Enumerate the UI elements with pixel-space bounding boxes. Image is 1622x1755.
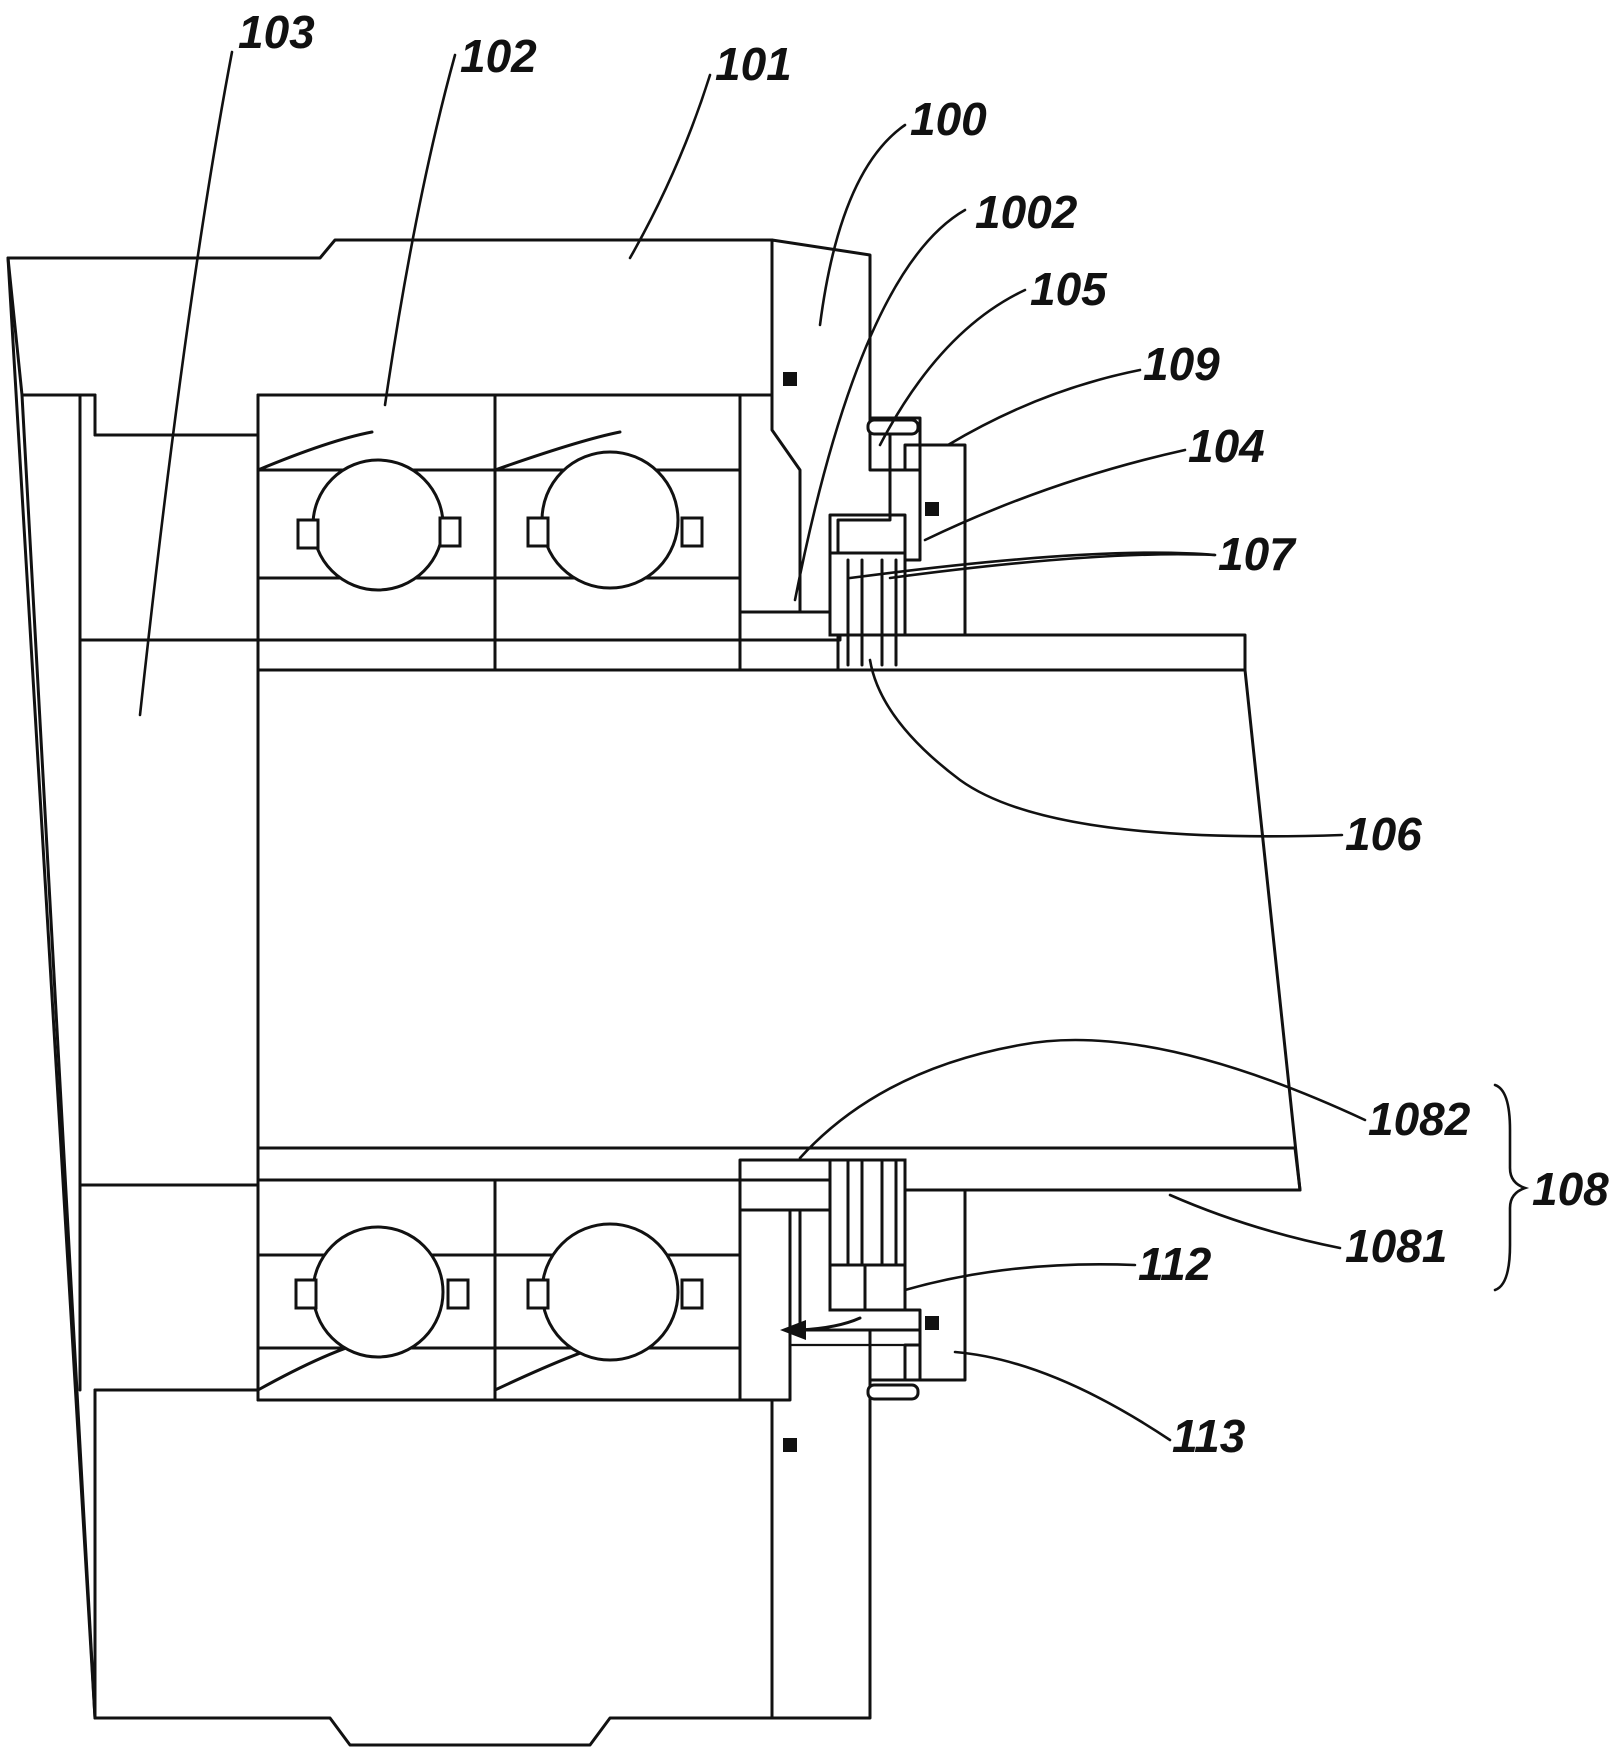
shaft-body-103	[8, 258, 258, 1718]
label-106: 106	[1345, 808, 1422, 860]
label-1082: 1082	[1368, 1093, 1471, 1145]
label-1002: 1002	[975, 186, 1078, 238]
rotor-104-upper	[830, 515, 905, 665]
brace-108	[1495, 1085, 1525, 1290]
tube-108	[258, 635, 1300, 1190]
label-108: 108	[1532, 1163, 1609, 1215]
upper-bearing-102	[258, 395, 740, 670]
ball-upper-2	[542, 452, 678, 588]
label-1081: 1081	[1345, 1220, 1447, 1272]
reference-labels: 103 102 101 100 1002 105 109 104 107 106…	[238, 6, 1609, 1462]
label-104: 104	[1188, 420, 1265, 472]
label-105: 105	[1030, 263, 1108, 315]
label-101: 101	[715, 38, 792, 90]
housing-top	[8, 240, 772, 435]
housing-bottom	[95, 1390, 772, 1745]
label-107: 107	[1218, 528, 1297, 580]
label-100: 100	[910, 93, 987, 145]
label-109: 109	[1143, 338, 1220, 390]
label-113: 113	[1172, 1410, 1246, 1462]
rotor-112-lower	[830, 1160, 905, 1310]
label-103: 103	[238, 6, 315, 58]
lower-bearing-102	[258, 1180, 740, 1400]
ball-upper-1	[313, 460, 443, 590]
ball-lower-1	[313, 1227, 443, 1357]
label-112: 112	[1138, 1238, 1212, 1290]
label-102: 102	[460, 30, 537, 82]
ball-lower-2	[542, 1224, 678, 1360]
